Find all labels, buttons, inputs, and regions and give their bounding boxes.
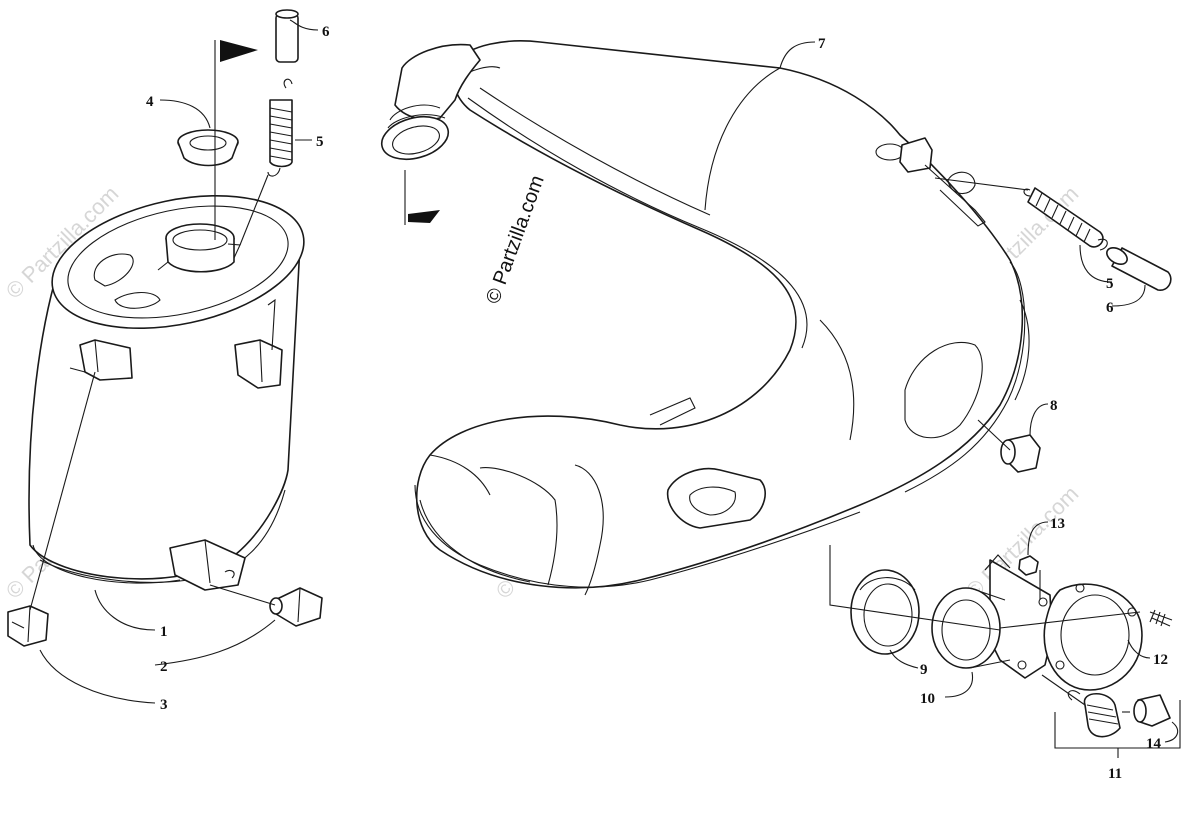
rubber-mount	[7, 605, 49, 647]
direction-flag-left	[220, 40, 258, 62]
exhaust-seal-ring	[850, 569, 920, 655]
label-part-6-left: 6	[322, 24, 330, 40]
label-part-1: 1	[160, 624, 168, 640]
spring-sleeve-right	[1106, 247, 1172, 291]
spring-bottom	[1067, 690, 1130, 738]
rubber-plug	[1000, 434, 1041, 473]
label-part-5-right: 5	[1106, 276, 1114, 292]
expansion-chamber	[380, 40, 1030, 596]
label-part-10: 10	[920, 691, 935, 707]
label-part-2: 2	[160, 659, 168, 675]
exhaust-flange	[931, 554, 1053, 679]
hex-nut	[1018, 555, 1039, 576]
label-part-14: 14	[1146, 736, 1162, 752]
spring-left	[267, 78, 293, 177]
muffler-canister	[28, 194, 305, 591]
label-part-5-left: 5	[316, 134, 324, 150]
label-part-13: 13	[1050, 516, 1065, 532]
spring-sleeve-bottom	[1133, 694, 1171, 727]
label-part-3: 3	[160, 697, 168, 713]
direction-flag-right	[408, 210, 440, 223]
label-part-7: 7	[818, 36, 826, 52]
label-part-12: 12	[1153, 652, 1168, 668]
label-part-4: 4	[146, 94, 154, 110]
leader-lines	[29, 19, 1181, 758]
spring-right	[1023, 187, 1108, 251]
spring-sleeve-left	[275, 9, 299, 63]
label-part-8: 8	[1050, 398, 1058, 414]
label-part-6-right: 6	[1106, 300, 1114, 316]
grommet	[177, 129, 239, 167]
label-part-11: 11	[1108, 766, 1122, 782]
stud	[1149, 609, 1173, 627]
rubber-bumper	[269, 587, 323, 627]
label-part-9: 9	[920, 662, 928, 678]
exhaust-gasket	[1043, 583, 1143, 691]
watermark-main: © Partzilla.com	[482, 173, 549, 307]
part-labels: 6 4 5 1 2 3 7 5 6 8 13 12 9 10 14 11	[146, 24, 1168, 782]
